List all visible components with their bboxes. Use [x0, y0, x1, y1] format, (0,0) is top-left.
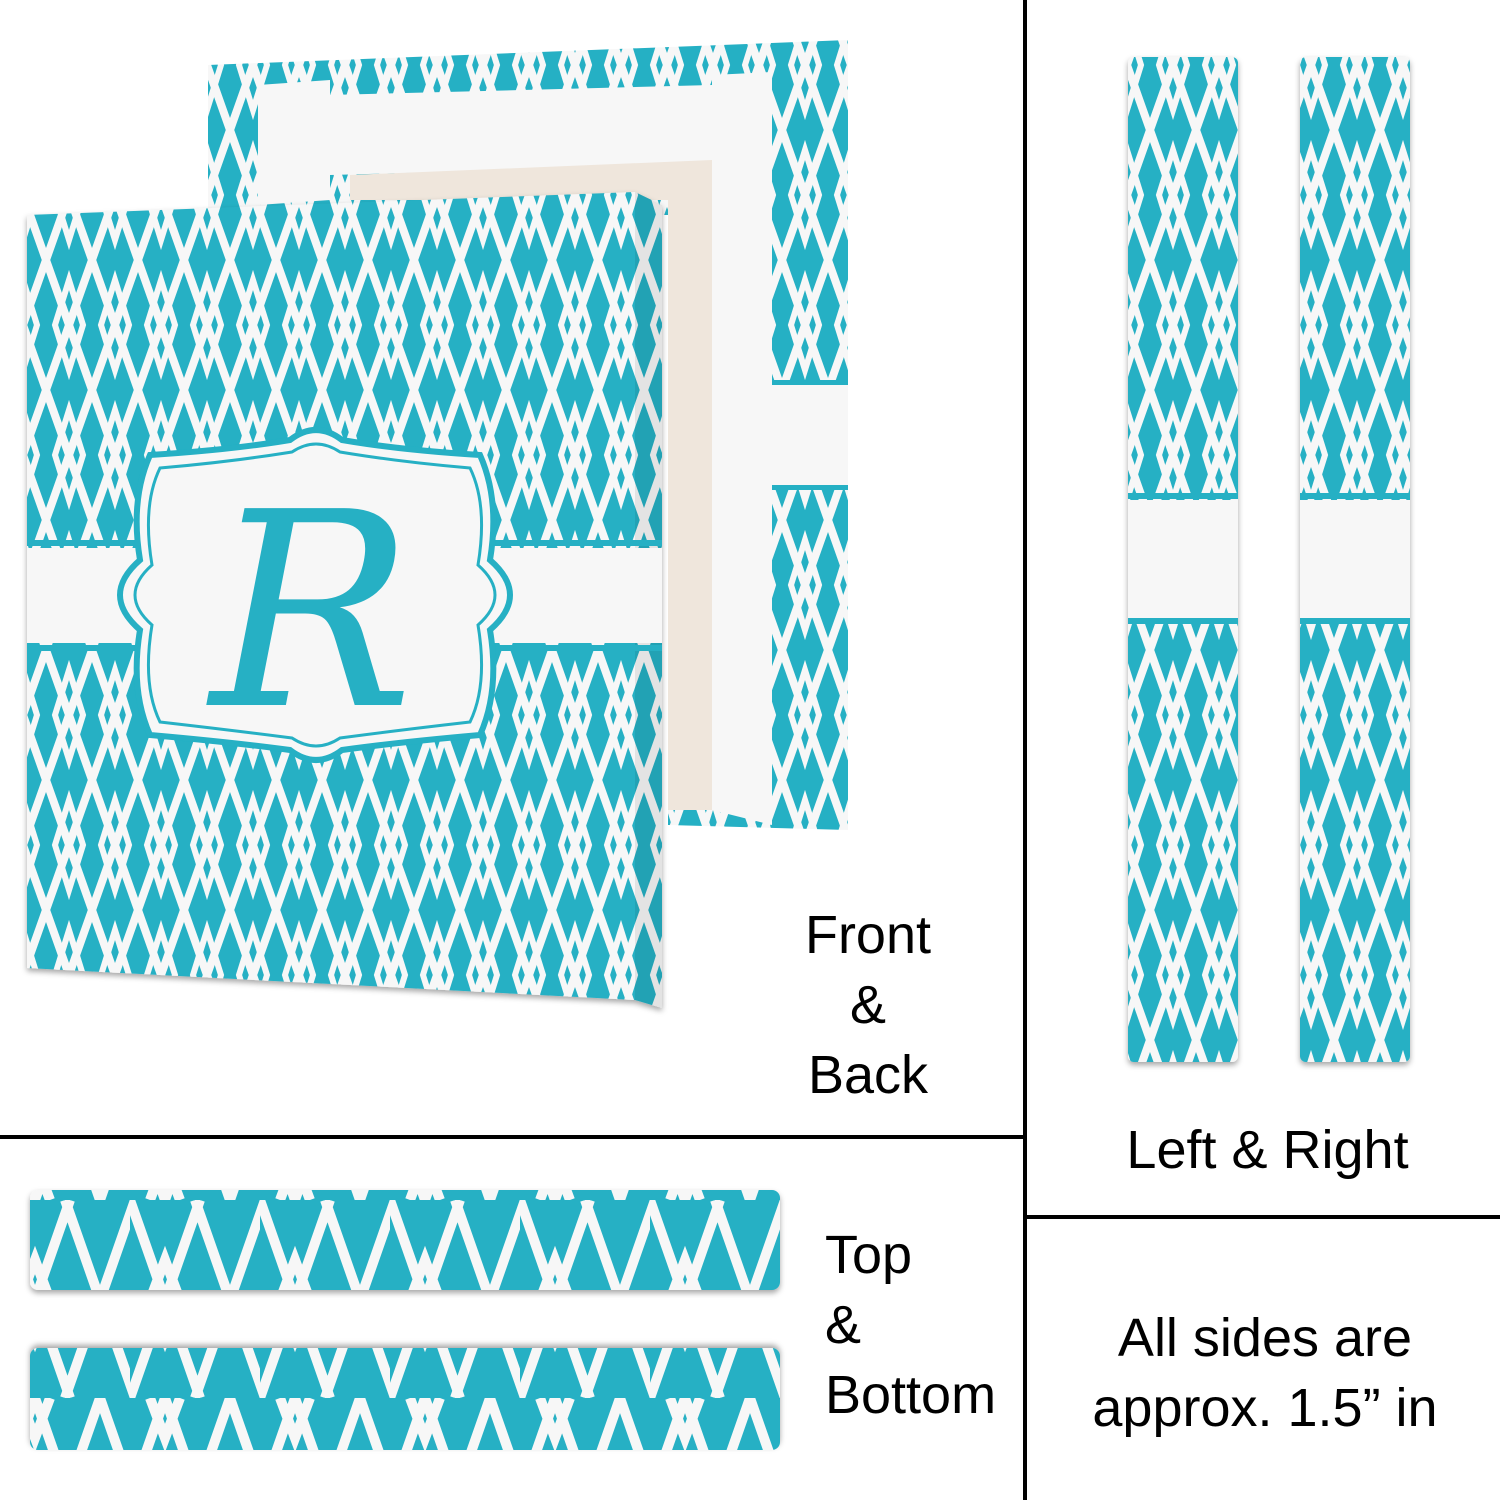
label-frame — [117, 427, 513, 763]
vertical-divider — [1023, 0, 1027, 1500]
label-bottom: Bottom — [825, 1365, 997, 1425]
note-line-2: approx. 1.5” in — [1092, 1378, 1438, 1438]
label-back: Back — [807, 1045, 929, 1105]
label-front: Front — [804, 905, 932, 965]
monogram-letter: R — [206, 454, 414, 769]
front-canvas: R — [27, 192, 662, 1008]
left-side-strip — [1128, 57, 1238, 1062]
back-canvas — [208, 40, 848, 830]
bottom-side-strip — [30, 1348, 780, 1450]
right-side-strip — [1300, 57, 1410, 1062]
left-horizontal-divider — [0, 1135, 1025, 1139]
label-top-ampersand: & — [825, 1295, 862, 1355]
label-left-right: Left & Right — [1126, 1120, 1409, 1180]
label-top: Top — [825, 1225, 913, 1285]
right-horizontal-divider — [1025, 1215, 1500, 1219]
label-front-ampersand: & — [849, 975, 887, 1035]
top-side-strip — [30, 1190, 780, 1290]
note-line-1: All sides are — [1117, 1308, 1413, 1368]
